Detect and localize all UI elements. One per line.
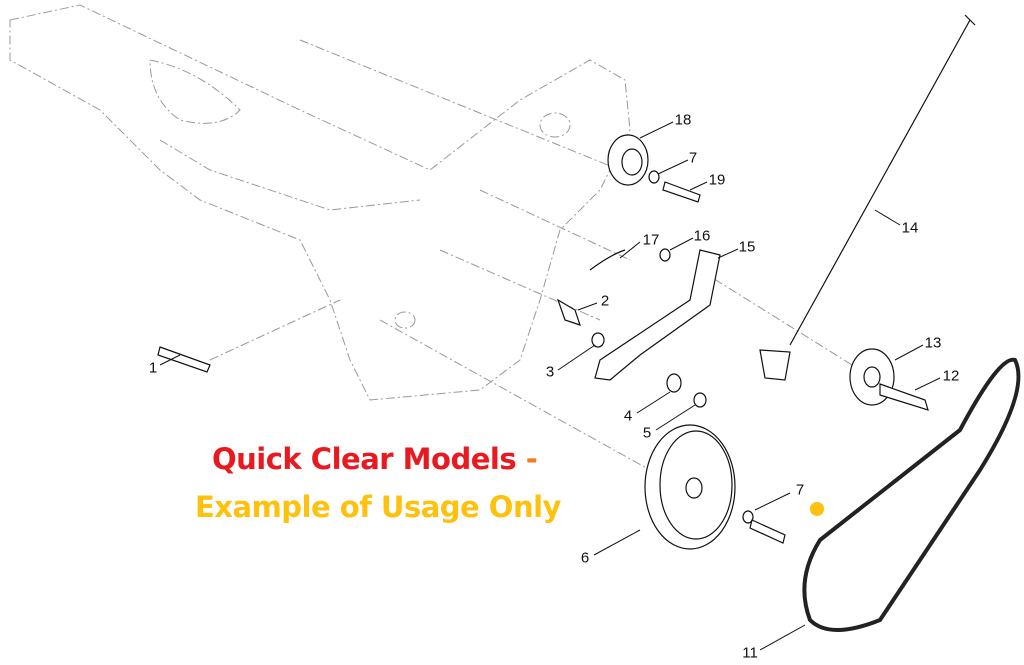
- callout-7: 7: [688, 149, 698, 167]
- belt: [802, 357, 1021, 632]
- notice-line-1: Quick Clear Models -: [212, 442, 538, 476]
- callout-19: 19: [708, 171, 726, 189]
- callout-18: 18: [674, 111, 692, 129]
- notice-title: Quick Clear Models: [212, 442, 517, 476]
- parts: [157, 14, 976, 550]
- callout-1: 1: [148, 359, 158, 377]
- callout-17: 17: [642, 231, 660, 249]
- callout-4: 4: [623, 407, 633, 425]
- notice-subtitle: Example of Usage Only: [195, 490, 561, 524]
- frame-phantom: [9, 4, 861, 471]
- notice-dash: -: [525, 442, 538, 476]
- callout-3: 3: [545, 363, 555, 381]
- callout-14: 14: [901, 219, 919, 237]
- callout-6: 6: [580, 549, 590, 567]
- callout-12: 12: [942, 367, 960, 385]
- callout-15: 15: [738, 238, 756, 256]
- callout-5: 5: [642, 424, 652, 442]
- callout-13: 13: [924, 334, 942, 352]
- leader-lines: [159, 121, 941, 651]
- callout-11: 11: [742, 644, 758, 662]
- marker-dot: [810, 502, 824, 516]
- callout-16: 16: [693, 227, 711, 245]
- callout-2: 2: [600, 292, 610, 310]
- callout-7-lower: 7: [795, 481, 805, 499]
